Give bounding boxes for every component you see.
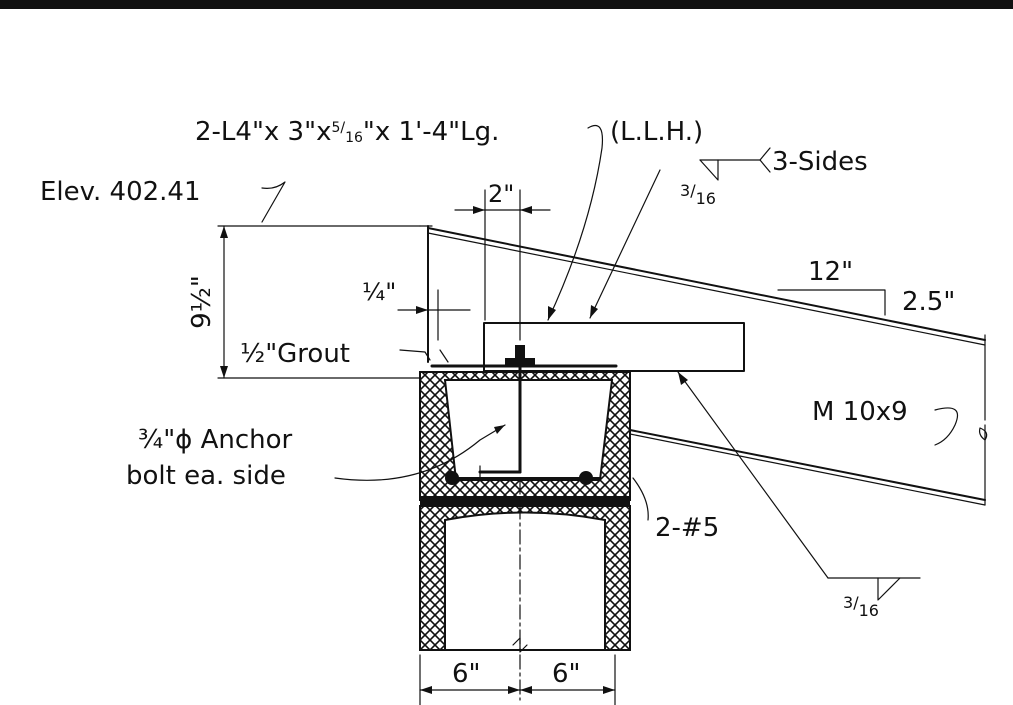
anchor-label-line2: bolt ea. side: [126, 461, 286, 491]
concrete-cap: [419, 371, 631, 506]
two-inch-label: 2": [488, 180, 514, 208]
llh-label: (L.L.H.): [610, 117, 703, 147]
height-label: 9½": [187, 275, 217, 329]
quarter-inch-dimension: [397, 289, 471, 341]
rebar-label: 2-#5: [655, 513, 719, 543]
bottom-dimension: [419, 654, 616, 705]
top-border-rule: [0, 0, 1013, 9]
beam-label: M 10x9: [812, 397, 908, 427]
slope-run-label: 12": [808, 257, 853, 287]
slope-rise-label: 2.5": [902, 287, 955, 317]
quarter-inch-label: ¼": [362, 278, 396, 306]
rebar: [445, 471, 601, 485]
three-sides-label: 3-Sides: [772, 147, 868, 177]
break-mark: [512, 637, 528, 653]
two-inch-dimension: [454, 189, 551, 341]
m10x9-beam: [629, 371, 986, 506]
upper-girder: [419, 225, 986, 421]
grout-label: ½"Grout: [240, 339, 350, 369]
anchor-bolt: [478, 345, 535, 479]
angle-spec-label: 2-L4"x 3"x5/16"x 1'-4"Lg.: [195, 117, 499, 147]
concrete-pier: [419, 505, 631, 651]
leader-lines: [261, 124, 988, 601]
height-dimension: [217, 225, 421, 379]
anchor-label-line1: ¾"ϕ Anchor: [138, 425, 293, 455]
weld-bottom-label: 3/16: [843, 593, 879, 620]
slope-indicator: [777, 289, 886, 316]
left-six-label: 6": [452, 659, 481, 689]
elevation-label: Elev. 402.41: [40, 177, 201, 207]
right-six-label: 6": [552, 659, 581, 689]
weld-top-label: 3/16: [680, 181, 716, 208]
